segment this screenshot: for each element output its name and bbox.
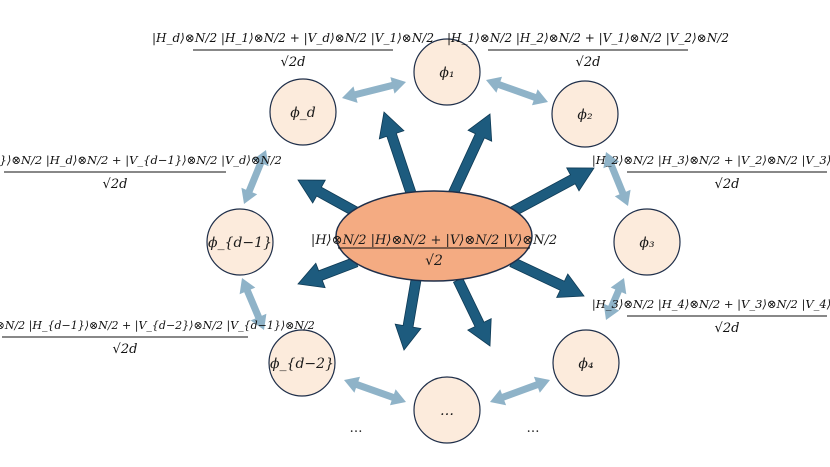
- node-label: ϕ_{d−1}: [208, 235, 272, 251]
- node-label: ϕ₄: [578, 356, 594, 372]
- ring-arrow-3: [603, 152, 631, 206]
- formula-low-left-denominator: √2d: [113, 342, 138, 357]
- center-numerator: |H⟩⊗N/2 |H⟩⊗N/2 + |V⟩⊗N/2 |V⟩⊗N/2: [311, 233, 557, 248]
- node-label: ϕ_d: [290, 105, 316, 121]
- center-denominator: √2: [425, 253, 443, 269]
- node-circle: [206, 208, 274, 276]
- ring-arrow-1: [342, 77, 406, 103]
- formula-top-left-denominator: √2d: [281, 55, 306, 70]
- formula-low-left-numerator: |H_{d−2}⟩⊗N/2 |H_{d−1}⟩⊗N/2 + |V_{d−2}⟩⊗…: [0, 319, 315, 333]
- ring-arrows: [239, 76, 631, 406]
- formula-mid-right: |H_2⟩⊗N/2 |H_3⟩⊗N/2 + |V_2⟩⊗N/2 |V_3⟩⊗N/…: [592, 153, 830, 192]
- center-arrow-2: [446, 113, 493, 199]
- node-label: ϕ₂: [577, 107, 593, 123]
- center-arrow-6: [394, 278, 422, 351]
- center-state: |H⟩⊗N/2 |H⟩⊗N/2 + |V⟩⊗N/2 |V⟩⊗N/2 √2: [311, 190, 557, 282]
- node-phi-2: ϕ₂: [551, 80, 619, 148]
- ellipsis-right: …: [527, 421, 540, 436]
- node-label: …: [440, 403, 454, 419]
- node-phi-1: ϕ₁: [413, 38, 481, 106]
- node-phi-d: ϕ_d: [269, 78, 337, 146]
- node-label: ϕ₃: [639, 235, 655, 251]
- center-arrow-4: [509, 256, 585, 298]
- center-arrow-3: [509, 167, 595, 217]
- node-ellipsis: …: [413, 376, 481, 444]
- ring-arrow-6: [344, 376, 406, 406]
- node-circle: [268, 329, 336, 397]
- formula-low-right-denominator: √2d: [715, 321, 740, 336]
- node-circle: [269, 78, 337, 146]
- ring-arrow-2: [486, 76, 548, 106]
- node-phi-4: ϕ₄: [552, 329, 620, 397]
- formula-low-right: |H_3⟩⊗N/2 |H_4⟩⊗N/2 + |V_3⟩⊗N/2 |V_4⟩⊗N/…: [592, 297, 830, 336]
- center-arrow-5: [452, 277, 492, 347]
- center-ellipse: [335, 190, 533, 282]
- node-phi-d-minus-1: ϕ_{d−1}: [206, 208, 274, 276]
- formula-mid-right-numerator: |H_2⟩⊗N/2 |H_3⟩⊗N/2 + |V_2⟩⊗N/2 |V_3⟩⊗N/…: [592, 153, 830, 168]
- ellipsis-left: …: [350, 421, 363, 436]
- node-circle: [552, 329, 620, 397]
- formula-mid-left-denominator: √2d: [103, 177, 128, 192]
- node-circle: [413, 38, 481, 106]
- node-circle: [613, 208, 681, 276]
- formula-low-right-numerator: |H_3⟩⊗N/2 |H_4⟩⊗N/2 + |V_3⟩⊗N/2 |V_4⟩⊗N/…: [592, 297, 830, 312]
- center-arrows: [297, 111, 595, 351]
- formula-mid-left-numerator: |H_{d−1}⟩⊗N/2 |H_d⟩⊗N/2 + |V_{d−1}⟩⊗N/2 …: [0, 153, 282, 168]
- center-arrow-7: [297, 256, 359, 289]
- node-circle: [551, 80, 619, 148]
- formula-top-right-denominator: √2d: [576, 55, 601, 70]
- formula-mid-left: |H_{d−1}⟩⊗N/2 |H_d⟩⊗N/2 + |V_{d−1}⟩⊗N/2 …: [0, 153, 282, 192]
- formula-mid-right-denominator: √2d: [715, 177, 740, 192]
- ring-arrow-8: [241, 150, 269, 204]
- ring-arrow-7: [239, 278, 267, 330]
- center-arrow-1: [378, 111, 418, 199]
- ring-arrow-5: [490, 376, 550, 406]
- formula-top-right-numerator: |H_1⟩⊗N/2 |H_2⟩⊗N/2 + |V_1⟩⊗N/2 |V_2⟩⊗N/…: [447, 31, 729, 45]
- center-arrow-8: [297, 179, 359, 217]
- formula-top-left-numerator: |H_d⟩⊗N/2 |H_1⟩⊗N/2 + |V_d⟩⊗N/2 |V_1⟩⊗N/…: [152, 31, 434, 45]
- node-phi-d-minus-2: ϕ_{d−2}: [268, 329, 336, 397]
- formula-top-left: |H_d⟩⊗N/2 |H_1⟩⊗N/2 + |V_d⟩⊗N/2 |V_1⟩⊗N/…: [152, 31, 434, 70]
- node-circle: [413, 376, 481, 444]
- formula-low-left: |H_{d−2}⟩⊗N/2 |H_{d−1}⟩⊗N/2 + |V_{d−2}⟩⊗…: [0, 319, 315, 357]
- node-phi-3: ϕ₃: [613, 208, 681, 276]
- ring-arrow-4: [603, 278, 627, 320]
- node-label: ϕ_{d−2}: [270, 356, 334, 372]
- node-ring: ϕ₁ ϕ₂ ϕ₃ ϕ₄ … ϕ_{d−2} ϕ_{d−1} ϕ_d: [206, 38, 681, 444]
- formula-top-right: |H_1⟩⊗N/2 |H_2⟩⊗N/2 + |V_1⟩⊗N/2 |V_2⟩⊗N/…: [447, 31, 729, 70]
- node-label: ϕ₁: [439, 65, 454, 81]
